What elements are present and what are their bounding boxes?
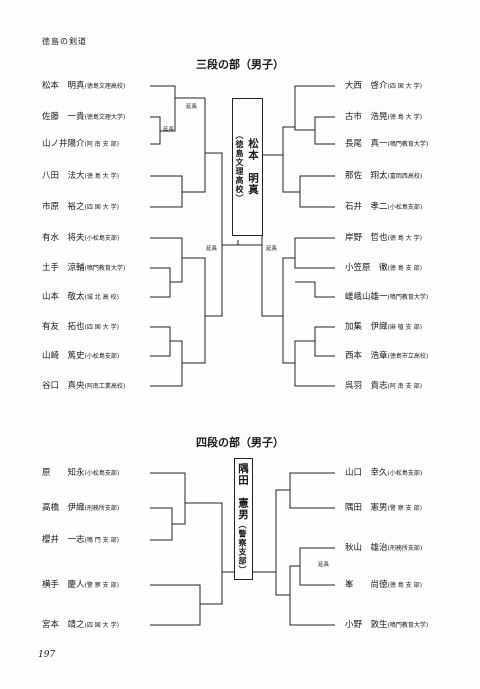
sandan-right-player-8: 嵯峨山雄一(鳴門教育大学): [345, 292, 429, 302]
yondan-left-player-4: 横手 慶人(警 察 支 部): [42, 580, 119, 590]
sandan-left-player-6: 有水 将夫(小松島支部): [42, 233, 120, 243]
sandan-left-player-7: 土手 涼輔(鳴門教育大学): [42, 263, 126, 273]
sandan-right-player-9: 加集 伊織(麻 植 支 部): [345, 322, 422, 332]
sandan-encho-note-1: 延長: [186, 104, 198, 110]
yondan-right-player-2: 隅田 憲男(警 察 支 部): [345, 503, 422, 513]
sandan-left-player-2: 佐藤 一貴(徳島文理大学): [42, 112, 126, 122]
yondan-encho-note: 延長: [318, 562, 330, 568]
sandan-right-player-3: 長尾 真一(鳴門教育大学): [345, 139, 429, 149]
yondan-left-player-5: 宮本 靖之(四 国 大 学): [42, 620, 119, 630]
sandan-title: 三段の部（男子）: [196, 58, 284, 71]
page-number: 197: [38, 650, 56, 660]
sandan-left-player-9: 有友 拓也(四 国 大 学): [42, 322, 119, 332]
sandan-encho-note-3: 延長: [206, 246, 218, 252]
sandan-right-player-1: 大西 啓介(四 国 大 学): [345, 81, 422, 91]
yondan-title: 四段の部（男子）: [196, 436, 284, 449]
yondan-champion-box: 隅田 憲男（警察支部）: [234, 458, 253, 580]
sandan-right-player-2: 古市 浩晃(徳 島 大 学): [345, 112, 422, 122]
sandan-champion-box: 松本 明真（徳島文理高校）: [232, 98, 263, 236]
yondan-left-player-2: 高橋 伊織(刑務所支部): [42, 503, 120, 513]
sandan-left-player-5: 市原 裕之(四 国 大 学): [42, 202, 119, 212]
yondan-left-player-3: 櫻井 一志(鳴 門 支 部): [42, 535, 119, 545]
sandan-right-player-7: 小笠原 徹(徳 島 支 部): [345, 263, 422, 273]
yondan-right-player-1: 山口 幸久(小松島支部): [345, 468, 423, 478]
yondan-right-player-3: 秋山 雄治(刑務所支部): [345, 543, 423, 553]
sandan-right-player-10: 西本 浩章(徳島市立高校): [345, 351, 429, 361]
sandan-left-player-11: 谷口 真央(阿南工業高校): [42, 381, 126, 391]
yondan-left-player-1: 原 知永(小松島支部): [42, 468, 120, 478]
yondan-right-player-5: 小野 敦生(鳴門教育大学): [345, 620, 429, 630]
sandan-left-player-1: 松本 明真(徳島文理高校): [42, 81, 126, 91]
sandan-encho-note-2: 延長: [163, 127, 175, 133]
sandan-right-player-11: 呉羽 貴志(阿 南 支 部): [345, 381, 422, 391]
sandan-right-player-5: 石井 孝二(小松島支部): [345, 202, 423, 212]
yondan-right-player-4: 峯 尚徳(徳 島 支 部): [345, 580, 422, 590]
sandan-left-player-3: 山ノ井陽介(阿 南 支 部): [42, 139, 119, 149]
sandan-right-player-6: 岸野 哲也(徳 島 大 学): [345, 233, 422, 243]
sandan-encho-note-4: 延長: [266, 246, 278, 252]
sandan-left-player-8: 山本 敬太(城 北 高 校): [42, 292, 119, 302]
sandan-right-player-4: 那佐 翔太(富岡西高校): [345, 171, 423, 181]
sandan-left-player-4: 八田 法大(徳 島 大 学): [42, 171, 119, 181]
sandan-left-player-10: 山崎 篤史(小松島支部): [42, 351, 120, 361]
running-header: 徳島の剣道: [42, 37, 87, 46]
